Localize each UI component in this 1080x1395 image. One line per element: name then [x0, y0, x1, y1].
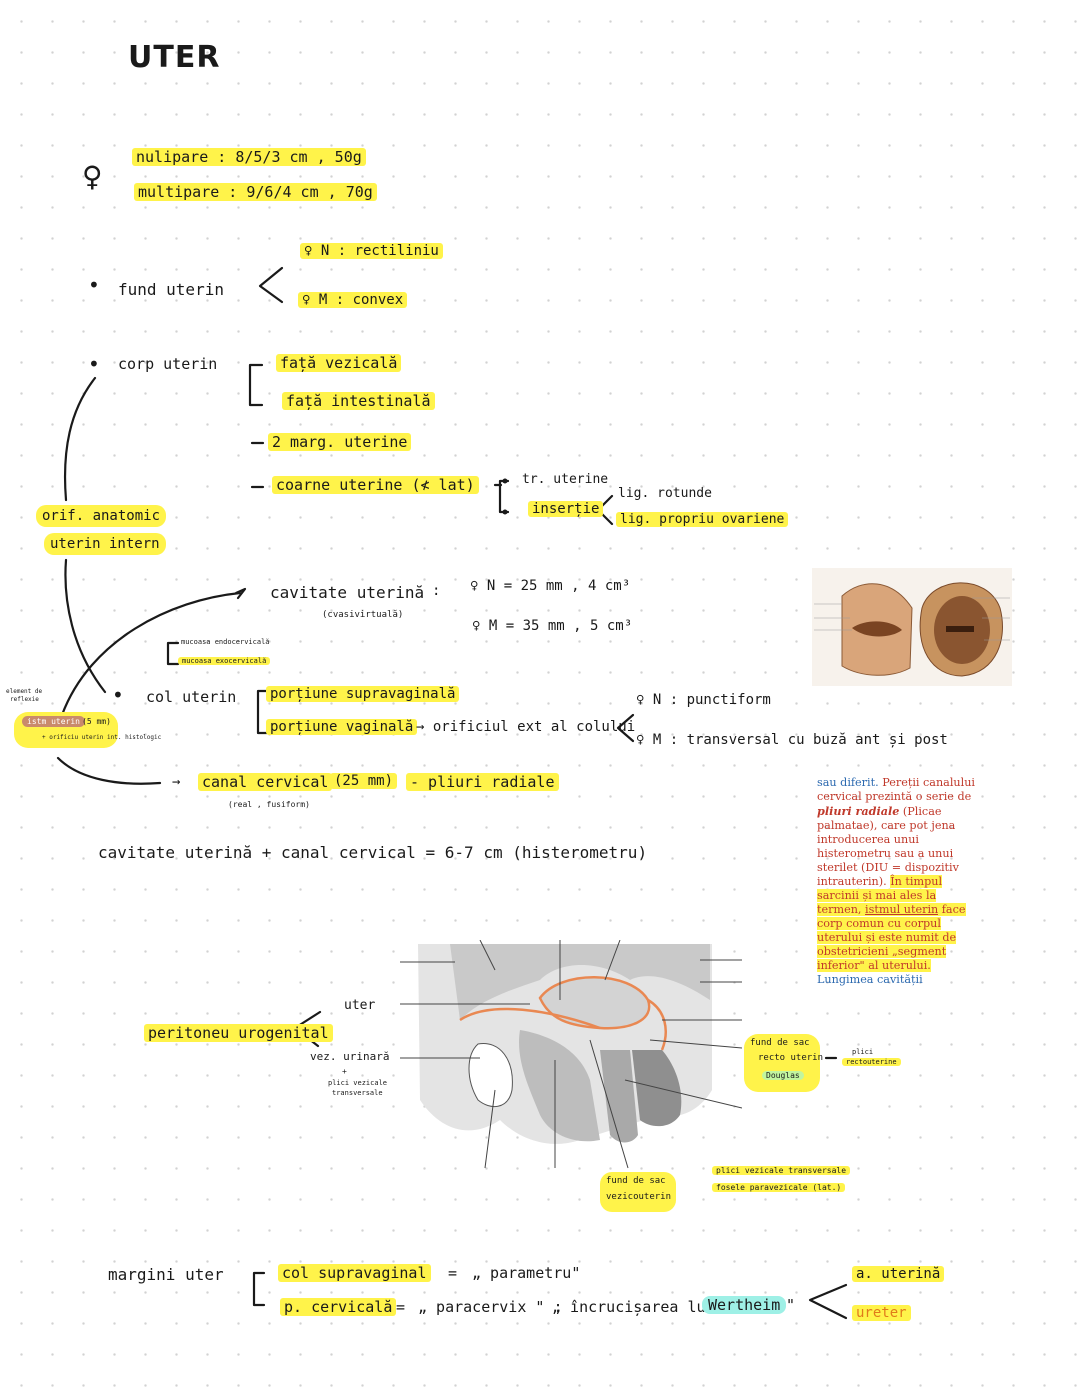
- corp-uterin-label: corp uterin: [118, 355, 218, 373]
- fata-intestinala: față intestinală: [282, 392, 435, 410]
- tr-uterine: tr. uterine: [522, 472, 609, 487]
- mucoasa-exocervicala: mucoasa exocervicală: [178, 657, 271, 665]
- istm-mm: (5 mm): [82, 717, 111, 726]
- parametru: „ parametru": [472, 1264, 581, 1282]
- a-uterina: a. uterină: [852, 1266, 945, 1282]
- margini-uterine: 2 marg. uterine: [268, 433, 412, 451]
- fund-uterin-label: fund uterin: [118, 280, 224, 299]
- wertheim-badge: Wertheim: [702, 1296, 787, 1314]
- paracervix: „ paracervix " :: [418, 1298, 563, 1316]
- col-n: ♀ N : punctiform: [636, 692, 771, 708]
- textbook-t8: Lungimea cavității: [817, 973, 923, 986]
- fund-sac-recto-line2: recto uterin: [758, 1053, 824, 1063]
- margini-uter-label: margini uter: [108, 1265, 224, 1284]
- textbook-excerpt: sau diferit. Pereții canalului cervical …: [817, 776, 983, 987]
- margini-eq2: =: [396, 1298, 406, 1316]
- istm-note: + orificiu uterin int. histologic: [42, 734, 162, 741]
- dims-multipare: multipare : 9/6/4 cm , 70g: [134, 183, 377, 201]
- fund-sac-recto-line1: fund de sac: [750, 1038, 810, 1048]
- pelvis-sagittal-section-illustration-icon: [400, 940, 742, 1169]
- mucoasa-endocervicala: mucoasa endocervicală: [181, 638, 270, 646]
- fosele-paravezicale: fosele paravezicale (lat.): [712, 1183, 846, 1192]
- portiune-supravaginala: porțiune supravaginală: [266, 686, 460, 702]
- orif-anatomic-line2: uterin intern: [44, 533, 166, 555]
- plici-vezicale-line2: transversale: [332, 1089, 383, 1097]
- bullet-dot-icon: •: [88, 273, 100, 297]
- peritoneu-plus: +: [342, 1067, 347, 1076]
- textbook-t4: (Plicae palmatae), care pot jena introdu…: [817, 805, 959, 888]
- insertie: inserție: [528, 501, 604, 517]
- lig-rotunde: lig. rotunde: [618, 486, 712, 501]
- peritoneu-urogenital: peritoneu urogenital: [144, 1024, 333, 1042]
- pliuri-radiale: - pliuri radiale: [406, 773, 559, 791]
- cavitate-m: ♀ M = 35 mm , 5 cm³: [472, 618, 633, 634]
- sum-line: cavitate uterină + canal cervical = 6-7 …: [98, 843, 648, 862]
- cavitate-n: ♀ N = 25 mm , 4 cm³: [470, 578, 631, 594]
- fata-vezicala: față vezicală: [276, 354, 402, 372]
- col-uterin-label: col uterin: [146, 688, 237, 706]
- p-cervicala: p. cervicală: [280, 1298, 397, 1316]
- cavitate-sub: (cvasivirtuală): [322, 610, 404, 620]
- istm-uterin-label: istm uterin: [22, 716, 85, 727]
- textbook-t1: sau diferit.: [817, 776, 879, 789]
- cervix-cross-section-illustration-icon: [812, 568, 1012, 686]
- female-symbol-icon: ♀: [82, 160, 103, 193]
- canal-cervical-label: canal cervical: [198, 773, 333, 791]
- dims-nulipare: nulipare : 8/5/3 cm , 50g: [132, 148, 366, 166]
- bullet-dot-icon: •: [112, 683, 124, 707]
- fund-sac-recto-highlight: [744, 1034, 820, 1092]
- lig-propriu-ovariene: lig. propriu ovariene: [616, 512, 789, 527]
- fund-m: ♀ M : convex: [298, 292, 408, 308]
- cavitate-colon: :: [432, 583, 441, 599]
- close-quote: ": [786, 1296, 796, 1314]
- canal-cervical-sub: (real , fusiform): [228, 800, 310, 809]
- fund-sac-vezico-line1: fund de sac: [606, 1176, 666, 1186]
- cavitate-uterina-label: cavitate uterină: [270, 583, 425, 602]
- plici-vez-transversale: plici vezicale transversale: [712, 1166, 851, 1175]
- col-m: ♀ M : transversal cu buză ant și post: [636, 732, 948, 748]
- incrucisarea-lui: „ încrucișarea lui: [552, 1298, 715, 1316]
- textbook-t3: pliuri radiale: [817, 804, 900, 818]
- element-reflexie-line1: element de: [6, 688, 43, 695]
- element-reflexie-line2: reflexie: [10, 696, 39, 703]
- plici-vezicale-line1: plici vezicale: [328, 1079, 388, 1087]
- textbook-t6: istmul uterin: [865, 903, 939, 916]
- arrow-right-icon: →: [172, 774, 181, 790]
- page-title: UTER: [128, 40, 221, 75]
- douglas-badge: Douglas: [762, 1071, 804, 1080]
- peritoneu-vez-urinara: vez. urinară: [310, 1050, 390, 1063]
- orif-anatomic-line1: orif. anatomic: [36, 505, 167, 527]
- canal-cervical-mm: (25 mm): [330, 773, 398, 789]
- coarne-uterine: coarne uterine (≮ lat): [272, 476, 479, 494]
- orificiul-ext-colului: → orificiul ext al colului: [416, 719, 636, 735]
- ureter: ureter: [852, 1305, 911, 1321]
- fund-sac-vezico-line2: vezicouterin: [606, 1192, 672, 1202]
- fund-n: ♀ N : rectiliniu: [300, 243, 443, 259]
- col-supravaginal: col supravaginal: [278, 1264, 431, 1282]
- plici-recto-line2: rectouterine: [842, 1058, 901, 1066]
- plici-recto-line1: plici: [852, 1048, 874, 1056]
- bullet-dot-icon: •: [88, 352, 100, 376]
- fund-sac-vezico-highlight: [600, 1172, 676, 1212]
- textbook-t2: Pereții canalului cervical prezintă o se…: [817, 776, 975, 803]
- margini-eq1: =: [448, 1264, 458, 1282]
- portiune-vaginala: porțiune vaginală: [266, 719, 418, 735]
- peritoneu-uter: uter: [344, 998, 376, 1013]
